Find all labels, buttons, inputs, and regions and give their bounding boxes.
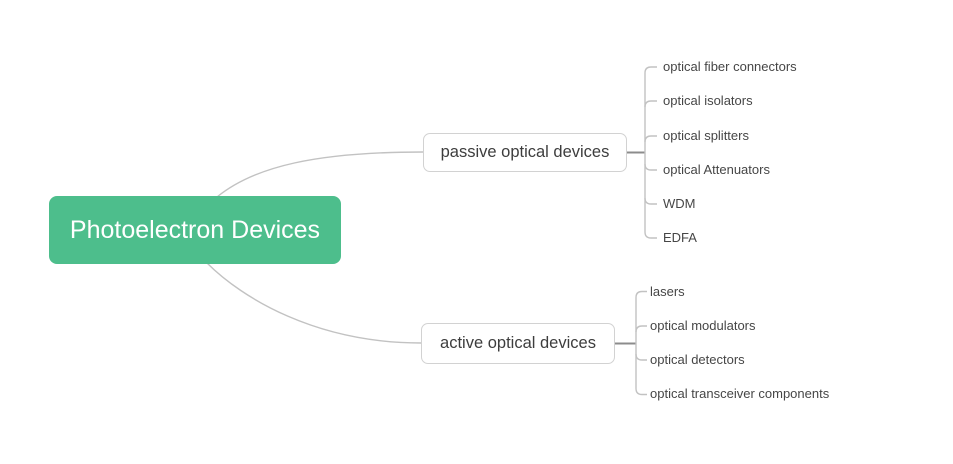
branch-node-label: passive optical devices: [440, 143, 610, 161]
connector-passive-child-3: [644, 135, 657, 143]
connector-active-child-2: [635, 325, 647, 333]
connector-root-to-active: [206, 262, 422, 344]
leaf-lasers[interactable]: lasers: [650, 284, 685, 299]
leaf-optical-splitters[interactable]: optical splitters: [663, 128, 749, 143]
connector-active-trunk: [635, 290, 647, 396]
leaf-optical-detectors[interactable]: optical detectors: [650, 352, 745, 367]
connector-active-child-3: [635, 353, 647, 361]
leaf-edfa[interactable]: EDFA: [663, 230, 697, 245]
branch-node-passive-optical-devices[interactable]: passive optical devices: [423, 133, 627, 172]
leaf-optical-isolators[interactable]: optical isolators: [663, 93, 753, 108]
connector-passive-trunk: [644, 66, 657, 239]
branch-node-active-optical-devices[interactable]: active optical devices: [421, 323, 615, 364]
connector-passive-child-5: [644, 197, 657, 205]
root-node-photoelectron-devices[interactable]: Photoelectron Devices: [49, 196, 341, 264]
connector-root-to-passive: [216, 151, 424, 198]
connector-passive-child-4: [644, 163, 657, 171]
branch-node-label: active optical devices: [440, 334, 596, 352]
leaf-optical-fiber-connectors[interactable]: optical fiber connectors: [663, 59, 797, 74]
root-node-label: Photoelectron Devices: [69, 215, 321, 244]
leaf-optical-transceiver-components[interactable]: optical transceiver components: [650, 386, 830, 401]
leaf-wdm[interactable]: WDM: [663, 196, 696, 211]
leaf-optical-attenuators[interactable]: optical Attenuators: [663, 162, 770, 177]
connector-passive-child-2: [644, 100, 657, 108]
leaf-optical-modulators[interactable]: optical modulators: [650, 318, 756, 333]
